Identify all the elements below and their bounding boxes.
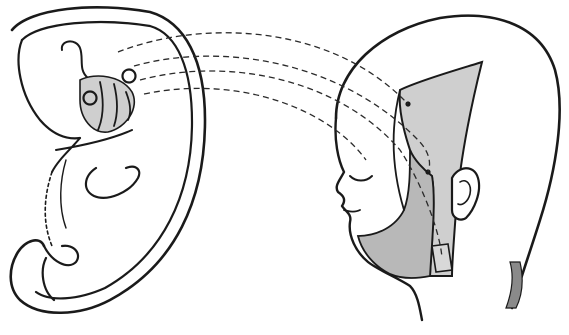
embryo-outer-outline xyxy=(11,7,205,312)
adult-head-profile xyxy=(335,16,559,320)
neck-shadow xyxy=(506,262,522,308)
embryo-inner-outline xyxy=(22,22,192,298)
mouth xyxy=(344,210,360,212)
embryo-drawing xyxy=(11,7,205,312)
embryo-forebrain xyxy=(62,41,88,78)
connector-1 xyxy=(118,33,408,104)
connector-4 xyxy=(144,88,366,160)
embryo-otic-marker xyxy=(123,70,136,83)
embryo-head-curve xyxy=(19,40,80,138)
embryo-somites xyxy=(45,172,52,246)
embryo-limb-bud xyxy=(86,167,139,198)
connector-2 xyxy=(134,56,430,172)
closed-eye xyxy=(350,176,372,181)
embryo-tail xyxy=(43,246,78,300)
embryo-body-fold xyxy=(61,160,66,228)
ear xyxy=(452,168,479,219)
hyoid-region xyxy=(432,244,452,272)
